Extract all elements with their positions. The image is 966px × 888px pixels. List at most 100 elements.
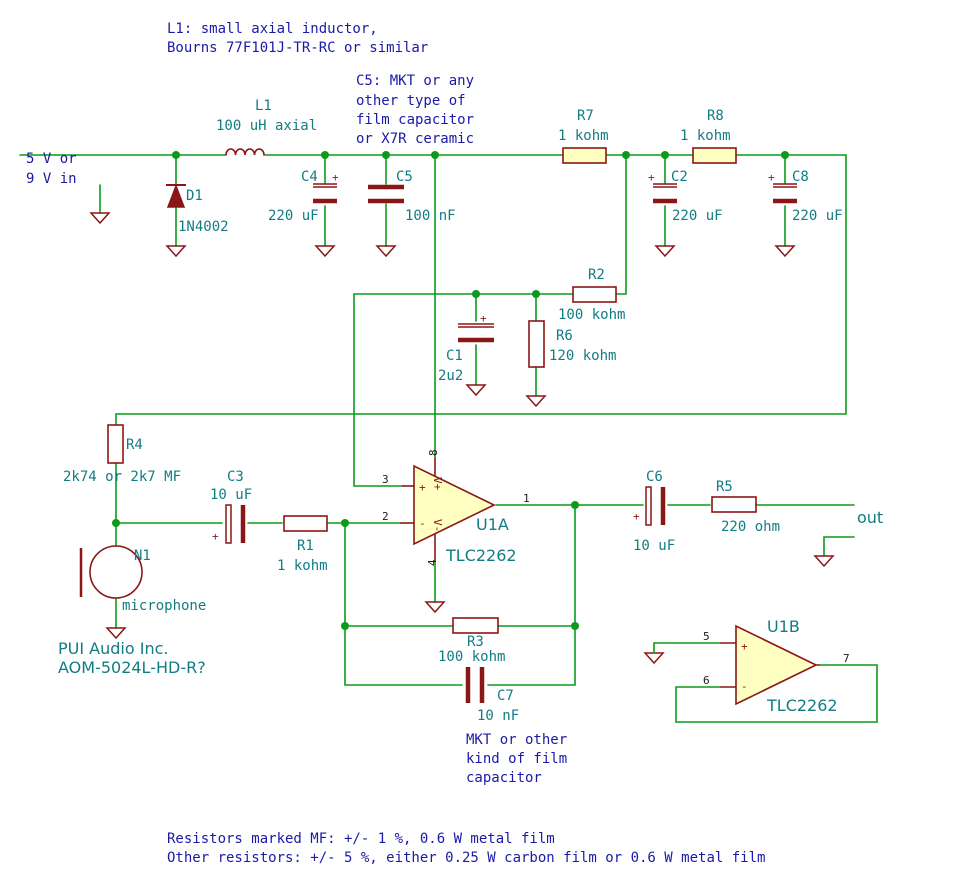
- U1B-minus-sym: -: [741, 680, 748, 693]
- R1-ref: R1: [297, 538, 314, 554]
- note-mic-line1: PUI Audio Inc.: [58, 639, 168, 658]
- C4-value: 220 uF: [268, 208, 319, 224]
- C1-plus: +: [480, 312, 487, 325]
- C3-value: 10 uF: [210, 487, 252, 503]
- note-footer-line2: Other resistors: +/- 5 %, either 0.25 W …: [167, 850, 765, 866]
- resistor-R5: [711, 496, 757, 513]
- U1A-pin2: 2: [382, 510, 389, 523]
- capacitor-C1: [458, 323, 494, 343]
- C2-value: 220 uF: [672, 208, 723, 224]
- U1B-value: TLC2262: [766, 696, 838, 715]
- U1A-value: TLC2262: [445, 546, 517, 565]
- C7-value: 10 nF: [477, 708, 519, 724]
- D1-ref: D1: [186, 188, 203, 204]
- R7-ref: R7: [577, 108, 594, 124]
- C2-plus: +: [648, 171, 655, 184]
- C4-plus: +: [332, 171, 339, 184]
- C6-value: 10 uF: [633, 538, 675, 554]
- R6-value: 120 kohm: [549, 348, 616, 364]
- D1-value: 1N4002: [178, 219, 229, 235]
- output-label: out: [857, 508, 883, 527]
- R2-ref: R2: [588, 267, 605, 283]
- C3-ref: C3: [227, 469, 244, 485]
- R6-ref: R6: [556, 328, 573, 344]
- U1B-pin6: 6: [703, 674, 710, 687]
- resistor-R3: [452, 617, 499, 634]
- C6-ref: C6: [646, 469, 663, 485]
- capacitor-C7: [465, 667, 485, 703]
- input-label-line2: 9 V in: [26, 171, 77, 187]
- C8-plus: +: [768, 171, 775, 184]
- opamp-U1B: [735, 624, 818, 706]
- U1A-ref: U1A: [476, 515, 509, 534]
- U1A-vminus-sym: V-: [431, 519, 444, 532]
- R4-value: 2k74 or 2k7 MF: [63, 469, 181, 485]
- note-l1-line1: L1: small axial inductor,: [167, 21, 378, 37]
- note-mic-line2: AOM-5024L-HD-R?: [58, 658, 206, 677]
- R3-value: 100 kohm: [438, 649, 505, 665]
- resistor-R2: [572, 286, 617, 303]
- note-c7-line1: MKT or other: [466, 732, 567, 748]
- U1A-vplus-sym: V+: [431, 477, 444, 491]
- C5-ref: C5: [396, 169, 413, 185]
- resistor-R1: [283, 515, 328, 532]
- diode-D1: [166, 183, 186, 208]
- N1-value: microphone: [122, 598, 206, 614]
- R8-ref: R8: [707, 108, 724, 124]
- C5-value: 100 nF: [405, 208, 456, 224]
- U1B-ref: U1B: [767, 617, 800, 636]
- U1A-pin8: 8: [427, 449, 440, 456]
- U1B-pin5: 5: [703, 630, 710, 643]
- input-label-line1: 5 V or: [26, 151, 77, 167]
- N1-ref: N1: [134, 548, 151, 564]
- capacitor-C2: [653, 183, 677, 204]
- R5-ref: R5: [716, 479, 733, 495]
- U1A-minus-sym: -: [419, 517, 426, 530]
- wires: [19, 154, 878, 723]
- R5-value: 220 ohm: [721, 519, 780, 535]
- R8-value: 1 kohm: [680, 128, 731, 144]
- C1-ref: C1: [446, 348, 463, 364]
- R1-value: 1 kohm: [277, 558, 328, 574]
- resistor-R8: [692, 147, 737, 164]
- resistor-R6: [528, 320, 545, 368]
- note-c5-line3: film capacitor: [356, 112, 474, 128]
- C8-ref: C8: [792, 169, 809, 185]
- resistor-R4: [107, 424, 124, 464]
- capacitor-C4: [313, 183, 337, 204]
- C1-value: 2u2: [438, 368, 463, 384]
- opamp-U1A: [400, 458, 496, 561]
- U1A-pin1: 1: [523, 492, 530, 505]
- note-c5-line4: or X7R ceramic: [356, 131, 474, 147]
- junctions: [112, 151, 789, 630]
- C4-ref: C4: [301, 169, 318, 185]
- C6-plus: +: [633, 510, 640, 523]
- C3-plus: +: [212, 530, 219, 543]
- C8-value: 220 uF: [792, 208, 843, 224]
- microphone-N1: [79, 545, 143, 599]
- capacitor-C8: [773, 183, 797, 204]
- L1-ref: L1: [255, 98, 272, 114]
- R7-value: 1 kohm: [558, 128, 609, 144]
- U1A-pin3: 3: [382, 473, 389, 486]
- U1A-pin4: 4: [426, 559, 439, 566]
- C2-ref: C2: [671, 169, 688, 185]
- capacitor-C5: [368, 184, 404, 204]
- U1A-plus-sym: +: [419, 481, 426, 494]
- U1B-plus-sym: +: [741, 640, 748, 653]
- inductor-L1: [225, 148, 265, 156]
- ground-symbols: [89, 212, 835, 665]
- C7-ref: C7: [497, 688, 514, 704]
- note-footer-line1: Resistors marked MF: +/- 1 %, 0.6 W meta…: [167, 831, 555, 847]
- R3-ref: R3: [467, 634, 484, 650]
- resistor-R7: [562, 147, 607, 164]
- note-c5-line1: C5: MKT or any: [356, 73, 474, 89]
- note-c7-line2: kind of film: [466, 751, 567, 767]
- note-l1-line2: Bourns 77F101J-TR-RC or similar: [167, 40, 428, 56]
- R4-ref: R4: [126, 437, 143, 453]
- U1B-pins: [720, 642, 820, 688]
- note-c7-line3: capacitor: [466, 770, 542, 786]
- U1B-pin7: 7: [843, 652, 850, 665]
- L1-value: 100 uH axial: [216, 118, 317, 134]
